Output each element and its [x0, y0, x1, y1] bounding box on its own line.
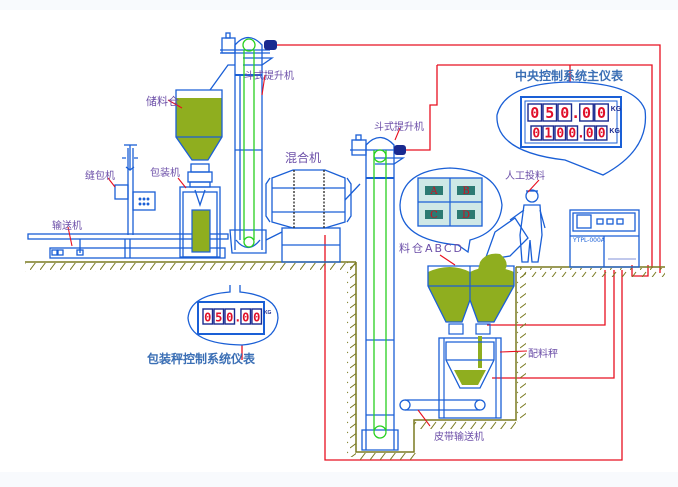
meter-digit: 0 — [530, 104, 539, 122]
meter-digit: 0 — [204, 310, 211, 324]
mixer — [265, 169, 361, 263]
meter-digit-cell — [583, 125, 596, 141]
packing-scale-control-title: 包装秤控制系统仪表 — [147, 352, 256, 366]
meter-digit: 0 — [226, 310, 233, 324]
meter-digit: 0 — [597, 104, 606, 122]
elevator-1-chain — [242, 38, 256, 248]
meter-digit-cell — [557, 103, 573, 122]
meter-unit: KG — [611, 106, 622, 113]
wire-central-frame — [437, 64, 653, 268]
batching-scale — [438, 336, 502, 419]
meter-digit: 0 — [556, 126, 564, 141]
meter-digit: 0 — [253, 310, 260, 324]
label-mixer: 混合机 — [285, 151, 322, 165]
meter-digit-cell — [213, 308, 225, 325]
label-bucket-elevator-1: 斗式提升机 — [244, 71, 294, 82]
meter-unit: KG — [264, 310, 272, 316]
meter-digit-cell — [594, 103, 609, 122]
pouring-material — [478, 253, 507, 270]
meter-digit: 0 — [598, 126, 606, 141]
meter-digit-cell — [595, 125, 608, 141]
meter-digit: 5 — [545, 104, 554, 122]
worker-manual-feeding — [484, 189, 546, 263]
meter-digit-cell — [251, 308, 263, 325]
meter-digit-cell — [566, 125, 579, 141]
meter-digit: 1 — [544, 126, 552, 141]
bins-hoppers — [427, 265, 515, 335]
motor-1 — [264, 40, 277, 50]
meter-digit-cell — [527, 103, 543, 122]
label-storage-bin: 储料仓 — [146, 95, 179, 108]
wire-bin-valve — [487, 270, 606, 326]
label-leaders — [67, 74, 540, 427]
label-packaging-machine: 包装机 — [150, 168, 180, 179]
storage-bin — [175, 64, 235, 161]
meter-digit-cell — [240, 308, 252, 325]
mixer-drum-seams — [293, 170, 325, 228]
motor-2 — [394, 145, 406, 155]
elevator-2-chain — [373, 149, 387, 439]
ground — [25, 261, 665, 461]
wire-scale — [492, 270, 615, 379]
meter-digit-cell — [542, 125, 555, 141]
wire-elevator1-to-right — [277, 44, 661, 273]
meter-decimal-point: . — [571, 104, 580, 122]
top-margin — [0, 0, 678, 10]
label-bag-sewing-machine: 缝包机 — [85, 171, 115, 182]
meter-digit-cell — [542, 103, 558, 122]
bottom-margin — [0, 472, 678, 487]
meter-digit: 0 — [582, 104, 591, 122]
meter-digit: 5 — [215, 310, 222, 324]
meter-digit-cell — [554, 125, 567, 141]
bag-material — [191, 209, 211, 253]
meter-digit-cell — [579, 103, 594, 122]
label-batching-scale: 配料秤 — [528, 349, 558, 360]
bucket-elevator-1 — [220, 32, 275, 254]
meter-digit-cell — [530, 125, 543, 141]
bucket-elevator-2 — [350, 134, 406, 451]
meter-digit-cell — [224, 308, 236, 325]
meter-decimal-point: . — [577, 126, 585, 141]
bin-letter-c: C — [430, 210, 438, 221]
bins-abcd-callout: A B C D — [399, 167, 503, 254]
cabinet-model: YTPL-000A — [572, 237, 606, 244]
meter-digit: 0 — [568, 126, 576, 141]
meter-digit: 0 — [586, 126, 594, 141]
label-bucket-elevator-2: 斗式提升机 — [374, 122, 424, 133]
label-belt-conveyor: 皮带输送机 — [434, 432, 484, 443]
label-bins-abcd: 料仓ABCD — [399, 242, 465, 255]
control-cabinet — [569, 209, 640, 268]
meter-digit: 0 — [532, 126, 540, 141]
bin-letter-a: A — [429, 186, 438, 197]
meter-unit: KG — [609, 128, 620, 135]
label-manual-feeding: 人工投料 — [505, 171, 545, 182]
bin-letter-b: B — [462, 186, 469, 197]
bin-letter-d: D — [462, 210, 470, 221]
meter-digit: 0 — [560, 104, 569, 122]
bag-sewing-machine — [114, 144, 156, 235]
meter-digit: 0 — [242, 310, 249, 324]
label-conveyor: 输送机 — [52, 221, 82, 232]
meter-digit-cell — [202, 308, 214, 325]
wire-elevator2-to-top — [403, 65, 438, 151]
packaging-machine — [179, 163, 221, 258]
wire-mixer-down — [324, 235, 623, 461]
belt-conveyor — [399, 399, 486, 411]
central-control-title: 中央控制系统主仪表 — [515, 69, 624, 83]
signal-wires — [241, 44, 661, 461]
meter-decimal-point: . — [234, 310, 241, 324]
